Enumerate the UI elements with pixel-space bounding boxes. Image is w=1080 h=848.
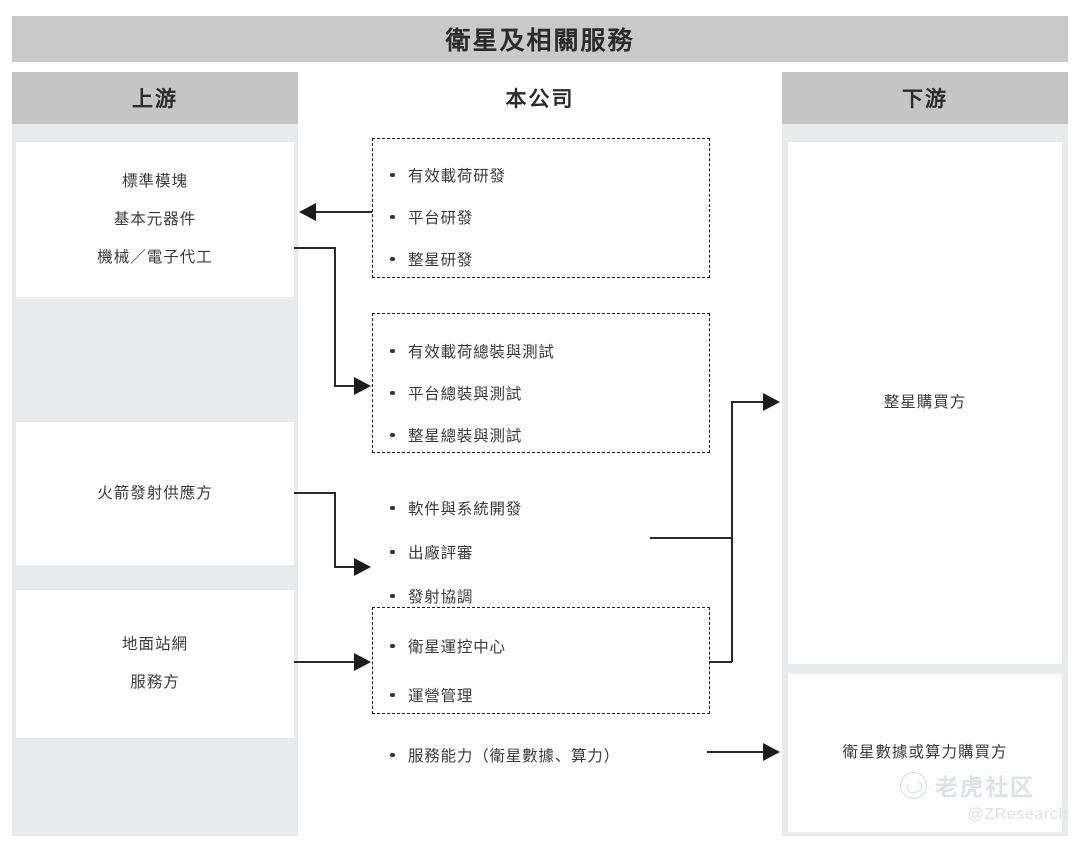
list-item: 出廠評審 [386,541,522,563]
list-item: 運營管理 [386,684,506,706]
company-column-band [300,72,780,836]
upstream-ground-line-1: 地面站網 [121,636,188,653]
upstream-card-raw-materials-text: 標準模塊 基本元器件 機械／電子代工 [97,163,213,277]
upstream-card-ground-text: 地面站網 服務方 [122,626,188,702]
connector-software-feeder [650,537,732,539]
downstream-card-data-compute-buyer: 衛星數據或算力購買方 [788,674,1062,832]
upstream-ground-line-2: 服務方 [130,674,180,691]
column-header-company: 本公司 [300,72,780,124]
company-group-software-launch-list: 軟件與系統開發 出廠評審 發射協調 [386,497,522,607]
connector-trunk-head [731,401,765,403]
downstream-satellite-buyer-text: 整星購買方 [884,384,967,422]
connector-rocket-out-h [294,492,336,494]
downstream-data-buyer-line-1: 衛星數據或算力購買方 [842,744,1008,761]
company-group-operations-list: 衛星運控中心 運營管理 [386,635,506,706]
connector-rocket-in-h [334,566,355,568]
arrow-left-icon-rnd-to-raw-materials [299,203,316,221]
upstream-rocket-line-1: 火箭發射供應方 [97,484,213,502]
connector-raw-materials-in-h [334,385,355,387]
company-group-assembly-test-list: 有效載荷總裝與測試 平台總裝與測試 整星總裝與測試 [386,340,555,446]
connector-raw-materials-out-h [294,247,336,249]
column-header-upstream: 上游 [12,72,298,124]
upstream-raw-line-2: 基本元器件 [113,210,197,228]
list-item: 平台研發 [386,206,506,228]
upstream-raw-line-1: 標準模塊 [121,172,188,190]
arrow-right-icon-rocket-to-launch [354,558,371,576]
list-item: 有效載荷研發 [386,164,506,186]
downstream-card-satellite-buyer: 整星購買方 [788,142,1062,664]
connector-trunk-to-satellite-buyer [731,401,733,662]
list-item: 衛星運控中心 [386,635,506,657]
list-item: 軟件與系統開發 [386,497,522,519]
page-title: 衛星及相關服務 [445,27,635,55]
connector-service-to-data-buyer [707,751,765,753]
diagram-title-bar: 衛星及相關服務 [12,16,1068,62]
list-item: 發射協調 [386,585,522,607]
company-group-assembly-test-box [372,313,710,453]
column-header-downstream-label: 下游 [902,88,948,111]
column-header-downstream: 下游 [782,72,1068,124]
column-header-upstream-label: 上游 [132,88,178,111]
connector-rocket-out-v [334,492,336,567]
connector-rnd-to-raw-materials [316,211,372,213]
arrow-right-icon-service-to-data-buyer [763,743,780,761]
arrow-right-icon-raw-to-assembly [354,377,371,395]
list-item: 整星研發 [386,248,506,270]
downstream-satellite-buyer-line-1: 整星購買方 [883,394,967,411]
arrow-right-icon-company-to-satellite-buyer [763,393,780,411]
connector-operations-feeder [709,661,732,663]
list-item: 服務能力（衛星數據、算力） [386,744,620,766]
arrow-right-icon-ground-to-operations [354,653,371,671]
upstream-card-ground-station: 地面站網 服務方 [16,590,294,738]
downstream-data-buyer-text: 衛星數據或算力購買方 [842,734,1007,772]
upstream-card-raw-materials: 標準模塊 基本元器件 機械／電子代工 [16,142,294,297]
connector-raw-materials-out-v [334,247,336,386]
upstream-card-rocket-launch-supplier: 火箭發射供應方 [16,422,294,565]
list-item: 整星總裝與測試 [386,424,555,446]
company-group-service-capability-list: 服務能力（衛星數據、算力） [386,744,620,766]
column-header-company-label: 本公司 [505,88,575,111]
company-group-rnd-list: 有效載荷研發 平台研發 整星研發 [386,164,506,270]
list-item: 平台總裝與測試 [386,382,555,404]
company-group-rnd-box [372,138,710,278]
list-item: 有效載荷總裝與測試 [386,340,555,362]
upstream-raw-line-3: 機械／電子代工 [97,248,213,266]
connector-ground-to-operations [294,661,355,663]
company-group-operations-box [372,607,710,714]
upstream-card-rocket-text: 火箭發射供應方 [97,475,213,513]
